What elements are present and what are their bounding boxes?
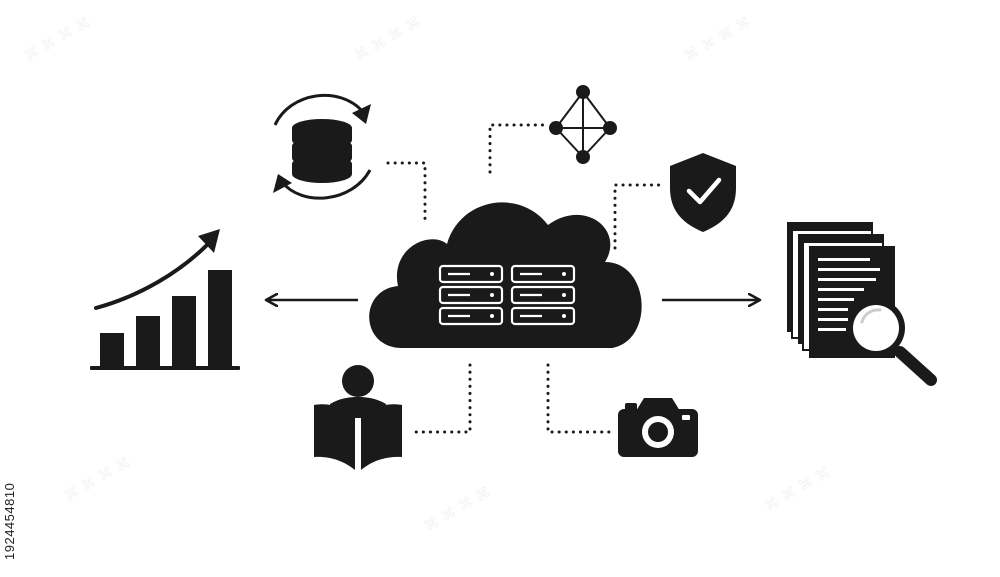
documents-magnifier-icon [787, 222, 937, 386]
shield-check-icon [670, 153, 736, 232]
connector-camera [546, 363, 612, 434]
cloud-server-icon [369, 202, 642, 348]
connector-reader [408, 363, 472, 434]
server-rack-right [510, 264, 576, 326]
connector-database [386, 161, 427, 224]
network-nodes-icon [549, 85, 617, 164]
database-sync-icon [273, 93, 372, 200]
stock-image-id: 1924454810 [2, 482, 17, 560]
camera-icon [618, 398, 698, 457]
server-rack-left [438, 264, 504, 326]
dotted-connectors [386, 123, 667, 434]
connector-security [613, 183, 667, 250]
connector-network [488, 123, 550, 174]
bar-chart-arrow-up-icon [90, 229, 240, 370]
person-reading-book-icon [314, 365, 402, 470]
